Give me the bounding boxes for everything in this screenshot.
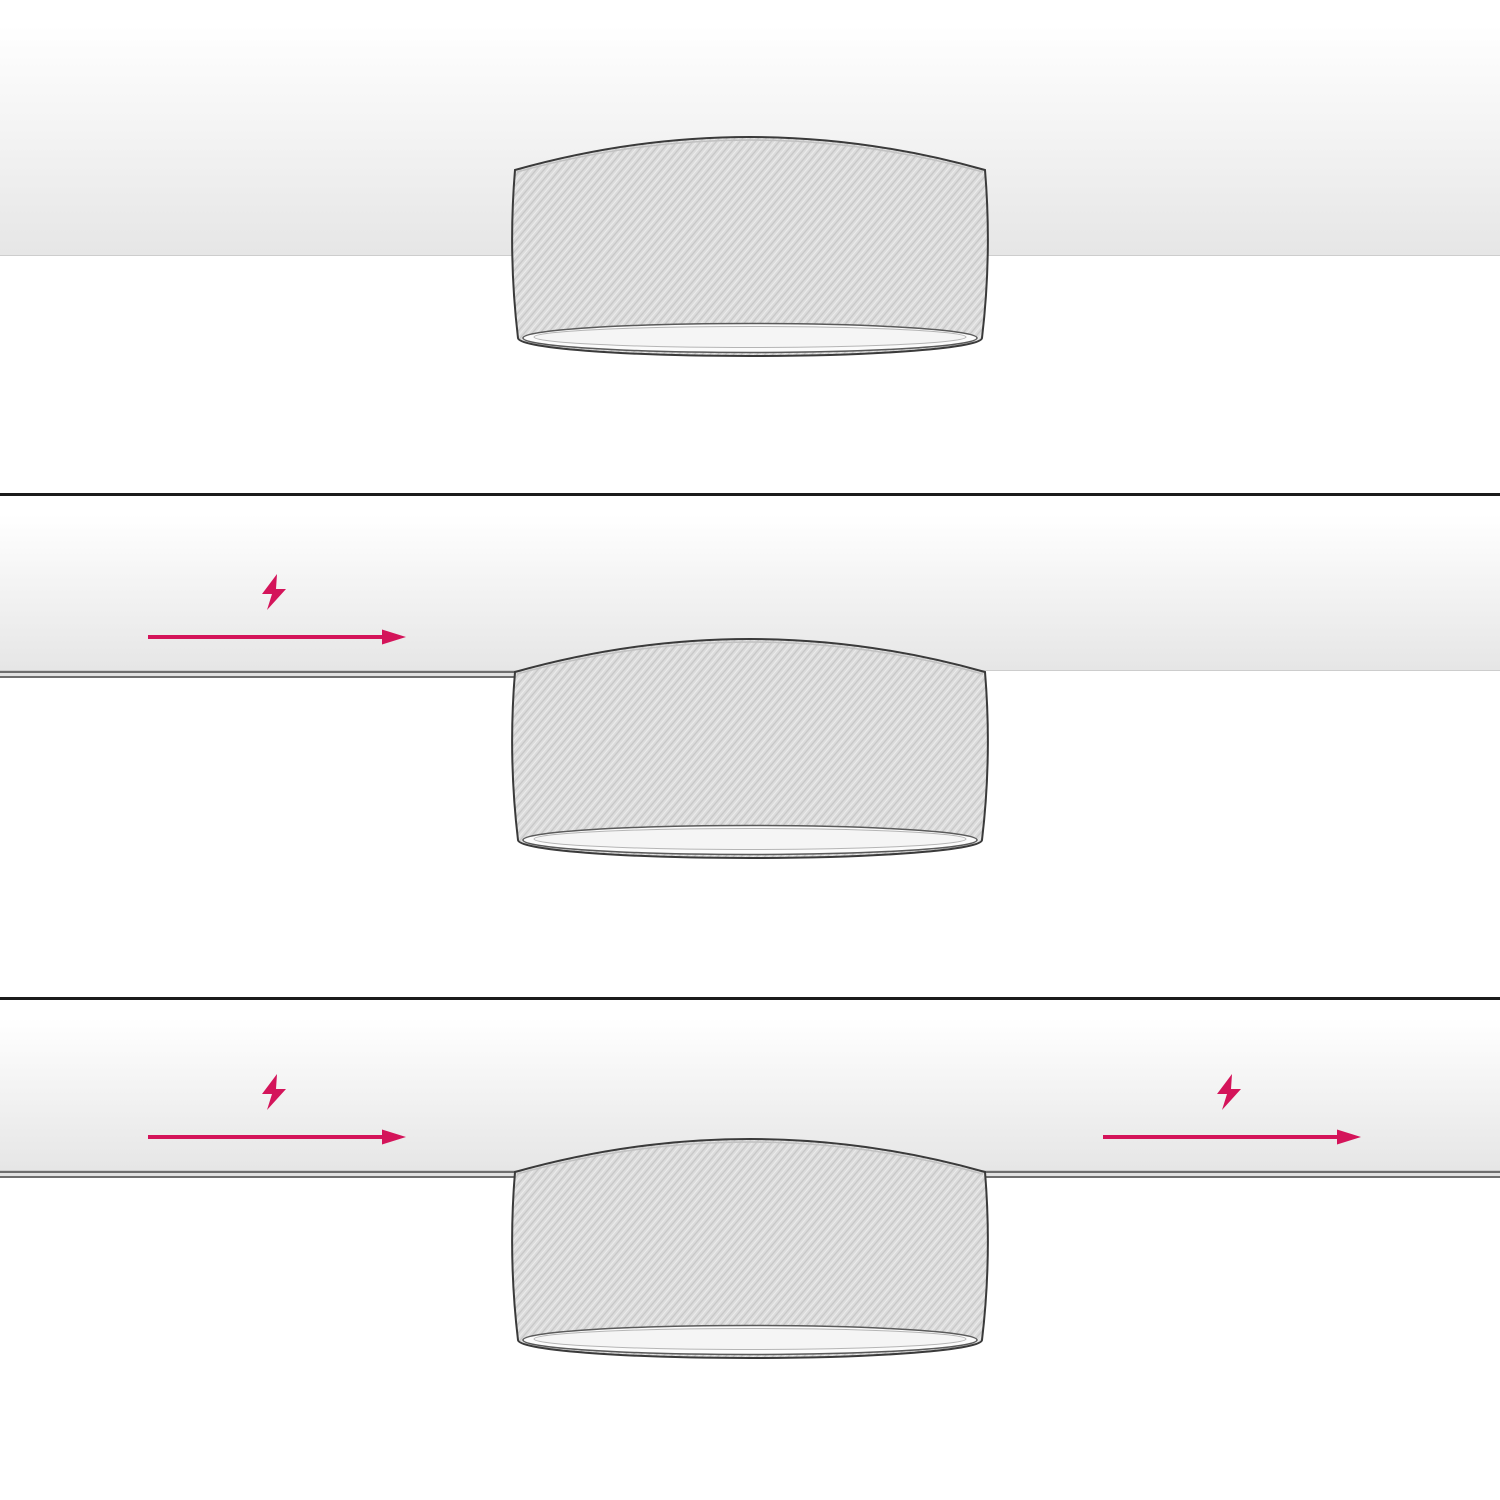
lightning-bolt-icon [262,1074,286,1110]
shade-diffuser [533,326,967,348]
panel-cable-entry-left [0,496,1500,997]
panel-separator [0,997,1500,1000]
pendant-cable-left [0,1171,518,1178]
shade-top-rim [516,641,984,675]
shade-body [511,638,989,859]
panel-cable-pass-through [0,1000,1500,1500]
pendant-cable-right [982,1171,1500,1178]
panel-separator [0,493,1500,496]
drum-lampshade [511,136,989,357]
current-arrow-head [382,1129,406,1145]
drum-lampshade [511,638,989,859]
current-flow-left [148,574,406,645]
lightning-bolt-icon [262,574,286,610]
panel-flush-no-cable [0,0,1500,493]
shade-top-rim [516,1141,984,1175]
shade-top-rim [516,139,984,173]
shade-diffuser [533,1328,967,1350]
shade-body [511,1138,989,1359]
current-flow-left [148,1074,406,1145]
shade-body [511,136,989,357]
drum-lampshade [511,1138,989,1359]
pendant-cable-left [0,671,518,678]
current-flow-right [1103,1074,1361,1145]
current-arrow-head [382,629,406,645]
shade-diffuser [533,828,967,850]
current-arrow-head [1337,1129,1361,1145]
lightning-bolt-icon [1217,1074,1241,1110]
